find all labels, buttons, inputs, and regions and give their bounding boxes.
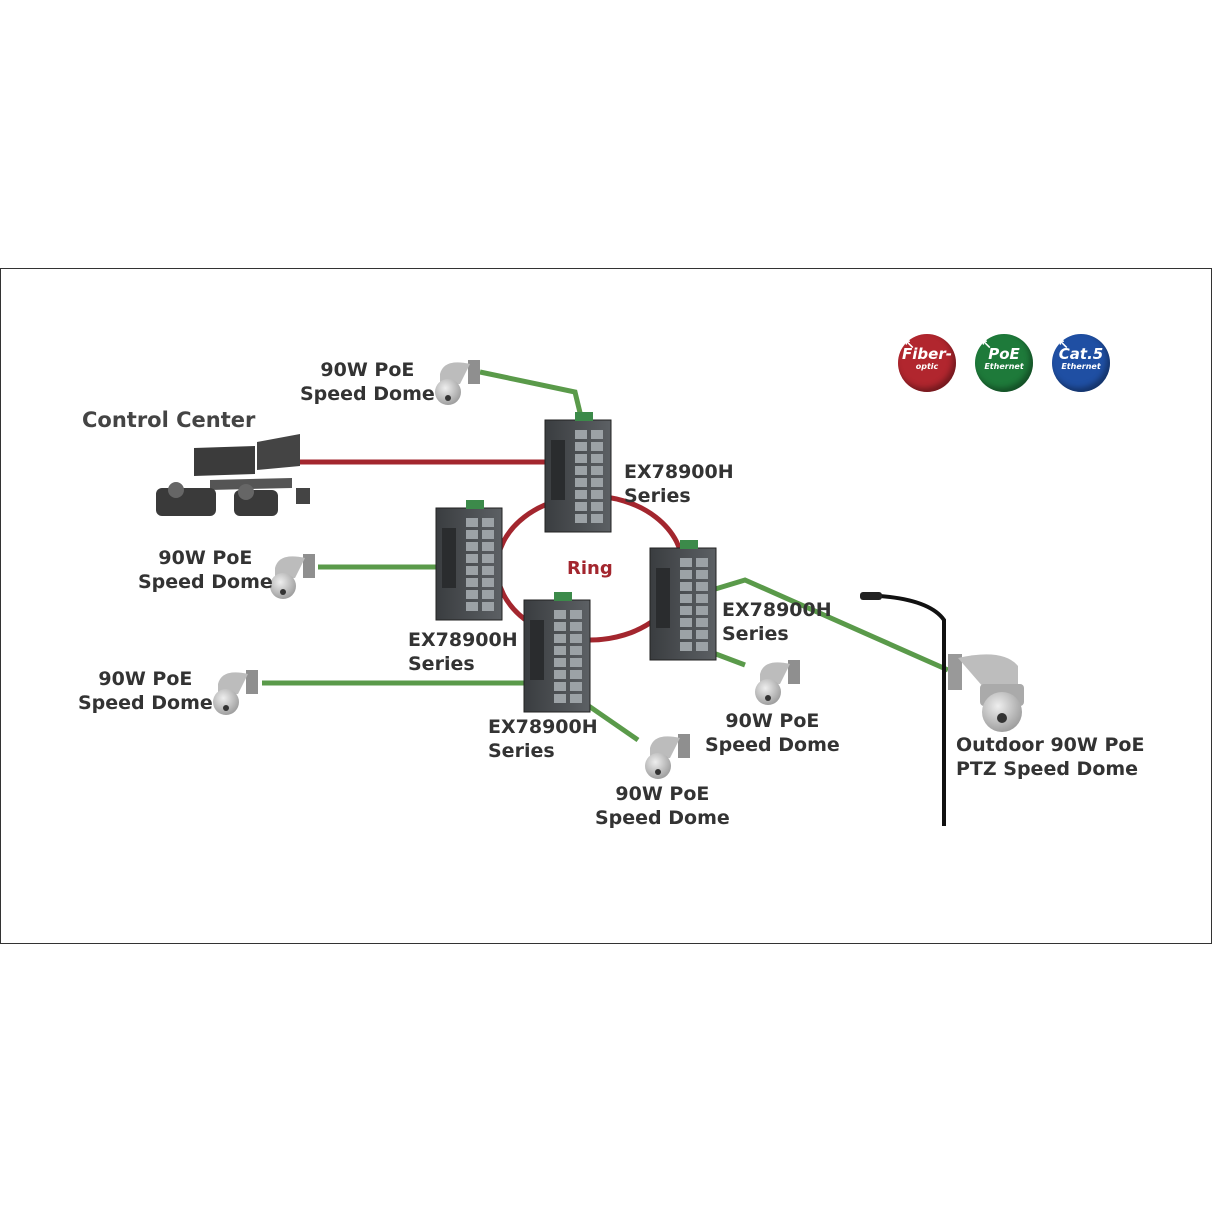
arrow-icon: ↖ bbox=[981, 338, 992, 353]
ring-label: Ring bbox=[567, 558, 613, 579]
control-center-title: Control Center bbox=[82, 408, 256, 432]
diagram-frame bbox=[0, 268, 1212, 944]
arrow-icon: ↖ bbox=[1058, 338, 1069, 353]
arrow-icon: ↖ bbox=[904, 338, 915, 353]
switch-top bbox=[544, 412, 612, 533]
switch-left bbox=[435, 500, 503, 621]
camera-bottom bbox=[645, 734, 690, 779]
outdoor-ptz-camera bbox=[948, 654, 1024, 732]
camera-right bbox=[755, 660, 800, 705]
control-center-illustration bbox=[156, 434, 310, 516]
camera-top bbox=[435, 360, 480, 405]
poe-link-outdoor-camera bbox=[711, 577, 950, 673]
street-pole bbox=[860, 592, 946, 826]
legend-fiber-optic: ↖ Fiber-optic bbox=[898, 334, 956, 392]
camera-left bbox=[270, 554, 315, 599]
camera-bottom-left bbox=[213, 670, 258, 715]
poe-link-bottom-camera bbox=[581, 699, 640, 743]
switch-right bbox=[649, 540, 717, 661]
poe-link-top-camera bbox=[479, 369, 586, 426]
switch-bottom bbox=[523, 592, 591, 713]
